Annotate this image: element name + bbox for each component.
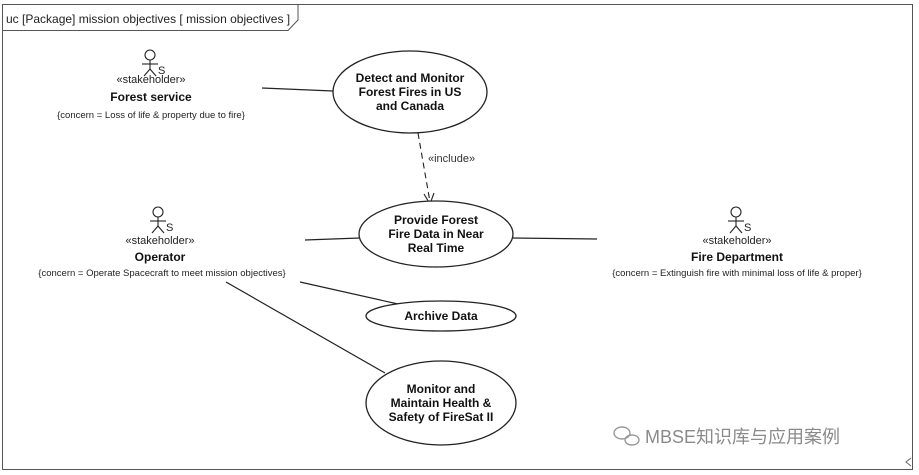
association-fire-dept-provide[interactable] (511, 237, 598, 240)
association-forest-service-detect[interactable] (261, 87, 334, 92)
actor-operator-name[interactable]: Operator (134, 250, 186, 264)
wechat-icon (613, 426, 640, 446)
association-operator-monitor[interactable] (225, 281, 386, 374)
actor-forest-service-concern: {concern = Loss of life & property due t… (57, 110, 245, 121)
watermark-text: MBSE知识库与应用案例 (645, 427, 841, 447)
actor-fire-department-icon[interactable] (728, 206, 744, 234)
actor-forest-service-icon[interactable] (142, 49, 158, 77)
frame-title: uc [Package] mission objectives [ missio… (6, 12, 291, 26)
actor-fire-department-name[interactable]: Fire Department (690, 250, 784, 264)
use-case-archive-data-ellipse[interactable] (365, 300, 517, 332)
use-case-detect-monitor-ellipse[interactable] (332, 50, 488, 134)
actor-forest-service-name[interactable]: Forest service (110, 90, 192, 104)
actor-fire-department-marker: S (744, 222, 751, 234)
diagram-frame (2, 4, 913, 470)
resize-handle-icon[interactable] (905, 457, 912, 467)
use-case-monitor-maintain-ellipse[interactable] (365, 360, 517, 446)
actor-forest-service-marker: S (158, 65, 165, 77)
include-dependency-line[interactable] (417, 132, 431, 203)
use-case-archive-data-label: Archive Data (404, 309, 478, 323)
actor-fire-department-concern: {concern = Extinguish fire with minimal … (612, 268, 862, 279)
actor-operator-stereotype: «stakeholder» (125, 235, 195, 247)
actor-fire-department-stereotype: «stakeholder» (702, 235, 772, 247)
actor-operator-marker: S (166, 222, 173, 234)
actor-operator-icon[interactable] (150, 206, 166, 234)
include-relationship-label: «include» (428, 153, 476, 165)
use-case-provide-data-ellipse[interactable] (358, 200, 514, 268)
association-operator-archive[interactable] (299, 281, 399, 305)
association-operator-provide[interactable] (304, 237, 361, 241)
frame-tab-outline (2, 4, 299, 31)
actor-operator-concern: {concern = Operate Spacecraft to meet mi… (38, 268, 286, 279)
actor-forest-service-stereotype: «stakeholder» (116, 74, 186, 86)
